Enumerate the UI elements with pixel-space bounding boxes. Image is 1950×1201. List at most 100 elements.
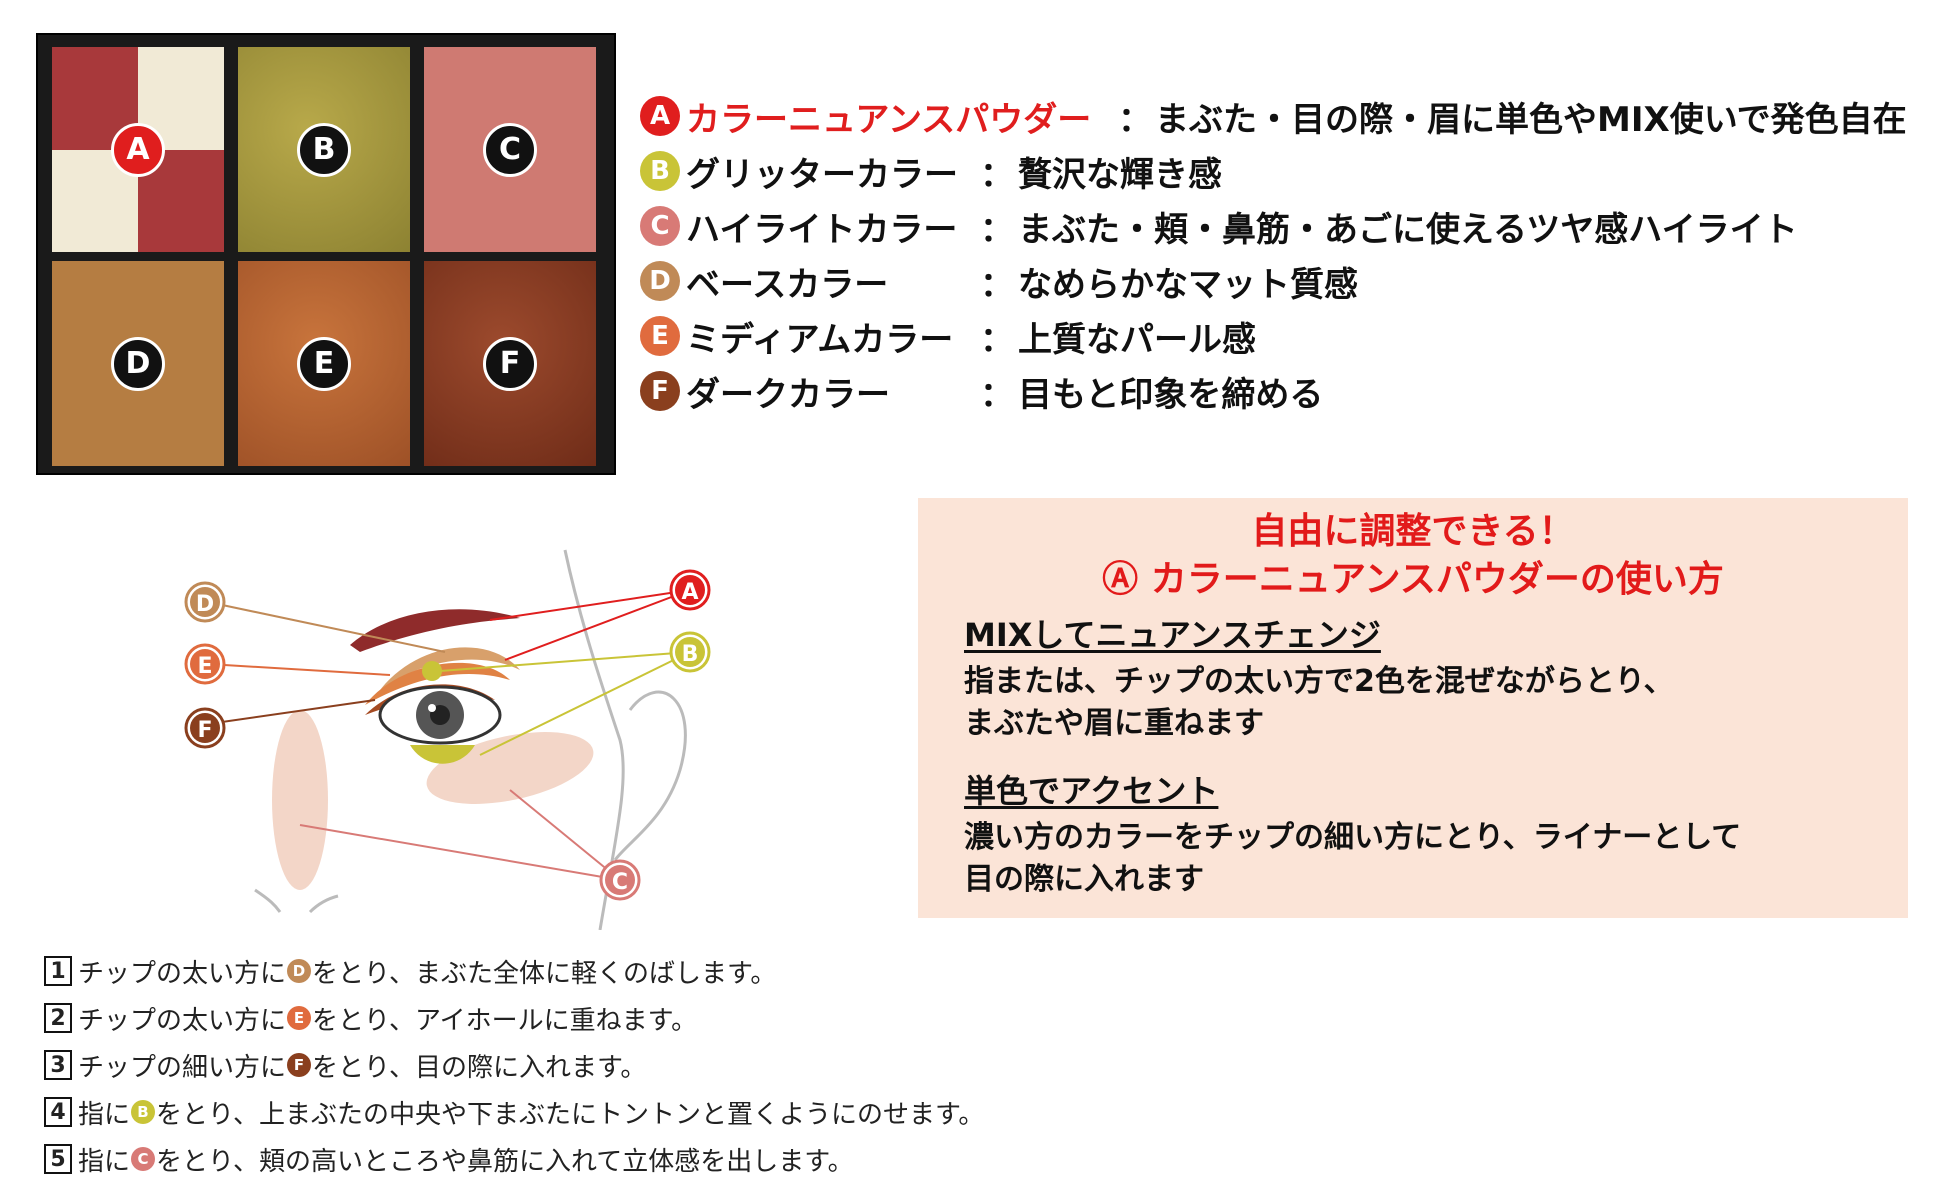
pan-d-letter: D <box>111 336 165 391</box>
tips-title-line2: Ⓐ カラーニュアンスパウダーの使い方 <box>1102 559 1724 600</box>
step-5: 5 指に C をとり、頬の高いところや鼻筋に入れて立体感を出します。 <box>44 1141 854 1177</box>
step-text-post: をとり、アイホールに重ねます。 <box>312 1005 698 1036</box>
diagram-label-b-text: B <box>682 642 699 667</box>
pan-f-letter: F <box>483 336 537 391</box>
pan-c: C <box>424 47 596 252</box>
legend-row-d: D ベースカラー <box>640 257 888 305</box>
tips-section1-line1: 指または、チップの太い方で2色を混ぜながらとり、 <box>964 664 1674 699</box>
step-color-dot: B <box>131 1100 156 1124</box>
lid-d <box>380 647 520 690</box>
legend-sep-b: ： <box>980 155 1014 195</box>
diagram-label-e: E <box>184 643 226 685</box>
diagram-label-d-text: D <box>196 592 214 617</box>
diagram-label-a: A <box>669 569 711 611</box>
step-number: 3 <box>44 1050 72 1080</box>
step-text-pre: チップの細い方に <box>78 1052 287 1083</box>
legend-desc-c: まぶた・頬・鼻筋・あごに使えるツヤ感ハイライト <box>1018 210 1798 250</box>
step-color-dot: D <box>287 959 312 983</box>
diagram-label-f: F <box>184 707 226 749</box>
legend-desc-d: なめらかなマット質感 <box>1018 265 1358 305</box>
legend-row-f: F ダークカラー <box>640 367 890 415</box>
pan-f: F <box>424 261 596 466</box>
legend-name-a: カラーニュアンスパウダー <box>686 99 1092 140</box>
step-color-dot: C <box>131 1147 156 1171</box>
eyebrow <box>350 609 520 652</box>
legend-badge-b: B <box>640 151 680 191</box>
diagram-label-e-text: E <box>197 654 212 679</box>
diagram-label-a-text: A <box>681 580 698 605</box>
legend-row-b: B グリッターカラー <box>640 147 958 195</box>
step-text-pre: チップの太い方に <box>78 1005 287 1036</box>
diagram-label-c: C <box>599 859 641 901</box>
step-text-post: をとり、目の際に入れます。 <box>312 1052 647 1083</box>
legend-name-d: ベースカラー <box>686 264 889 305</box>
legend-sep-d: ： <box>980 265 1014 305</box>
legend-sep-f: ： <box>980 375 1014 415</box>
legend-badge-a: A <box>640 96 680 136</box>
legend-sep-a: ： <box>1118 100 1152 140</box>
legend-badge-d: D <box>640 261 680 301</box>
legend-row-c: C ハイライトカラー <box>640 202 957 250</box>
step-text-post: をとり、上まぶたの中央や下まぶたにトントンと置くようにのせます。 <box>156 1099 985 1130</box>
step-number: 2 <box>44 1003 72 1033</box>
step-text-post: をとり、頬の高いところや鼻筋に入れて立体感を出します。 <box>156 1146 854 1177</box>
diagram-label-d: D <box>184 581 226 623</box>
diagram-label-c-text: C <box>612 870 628 895</box>
pan-a-letter: A <box>111 122 165 177</box>
legend-name-b: グリッターカラー <box>686 154 958 195</box>
nose-outline <box>254 888 339 914</box>
step-number: 5 <box>44 1144 72 1174</box>
step-4: 4 指に B をとり、上まぶたの中央や下まぶたにトントンと置くようにのせます。 <box>44 1094 984 1130</box>
pan-e-letter: E <box>297 336 351 391</box>
tips-section1-heading: MIXしてニュアンスチェンジ <box>964 616 1381 654</box>
legend-sep-e: ： <box>980 320 1014 360</box>
step-3: 3 チップの細い方に F をとり、目の際に入れます。 <box>44 1047 646 1083</box>
legend-badge-e: E <box>640 316 680 356</box>
legend-badge-c: C <box>640 206 680 246</box>
pan-d: D <box>52 261 224 466</box>
tips-section1-line2: まぶたや眉に重ねます <box>964 706 1264 741</box>
lid-e <box>365 662 510 705</box>
legend-row-a: A カラーニュアンスパウダー <box>640 92 1091 140</box>
pan-b: B <box>238 47 410 252</box>
eyeshadow-palette: A B C D E F <box>36 33 616 475</box>
diagram-label-b: B <box>669 631 711 673</box>
glitter-dot <box>422 661 442 681</box>
legend-desc-a: まぶた・目の際・眉に単色やMIX使いで発色自在 <box>1155 100 1907 140</box>
pan-a: A <box>52 47 224 252</box>
step-text-pre: 指に <box>78 1146 131 1177</box>
tips-section2-heading: 単色でアクセント <box>964 772 1219 810</box>
ear-outline <box>613 690 687 861</box>
face-outline <box>563 549 625 930</box>
leader-lines <box>207 589 691 881</box>
step-color-dot: F <box>287 1053 312 1077</box>
step-text-post: をとり、まぶた全体に軽くのばします。 <box>312 958 777 989</box>
legend-desc-f: 目もと印象を締める <box>1018 375 1324 415</box>
legend-name-f: ダークカラー <box>686 374 890 415</box>
step-1: 1 チップの太い方に D をとり、まぶた全体に軽くのばします。 <box>44 953 776 989</box>
diagram-label-f-text: F <box>197 718 212 743</box>
step-number: 4 <box>44 1097 72 1127</box>
step-2: 2 チップの太い方に E をとり、アイホールに重ねます。 <box>44 1000 697 1036</box>
under-eye-glitter <box>410 745 475 764</box>
step-number: 1 <box>44 956 72 986</box>
nose-highlight <box>272 710 328 890</box>
legend-sep-c: ： <box>980 210 1014 250</box>
legend-desc-b: 贅沢な輝き感 <box>1018 155 1222 195</box>
legend-row-e: E ミディアムカラー <box>640 312 953 360</box>
step-text-pre: 指に <box>78 1099 131 1130</box>
tips-title-line1: 自由に調整できる！ <box>1251 511 1575 552</box>
step-color-dot: E <box>287 1006 312 1030</box>
legend-name-c: ハイライトカラー <box>686 209 958 250</box>
tips-section2-line1: 濃い方のカラーをチップの細い方にとり、ライナーとして <box>964 820 1742 855</box>
legend-desc-e: 上質なパール感 <box>1018 320 1256 360</box>
pan-b-letter: B <box>297 122 351 177</box>
tips-section2-line2: 目の際に入れます <box>964 862 1204 897</box>
eye-application-diagram: D E F A B C <box>184 549 711 930</box>
pan-e: E <box>238 261 410 466</box>
legend-badge-f: F <box>640 371 680 411</box>
powder-usage-box: 自由に調整できる！ Ⓐ カラーニュアンスパウダーの使い方 MIXしてニュアンスチ… <box>918 498 1908 918</box>
pan-c-letter: C <box>483 122 537 177</box>
legend-name-e: ミディアムカラー <box>686 319 954 360</box>
step-text-pre: チップの太い方に <box>78 958 287 989</box>
